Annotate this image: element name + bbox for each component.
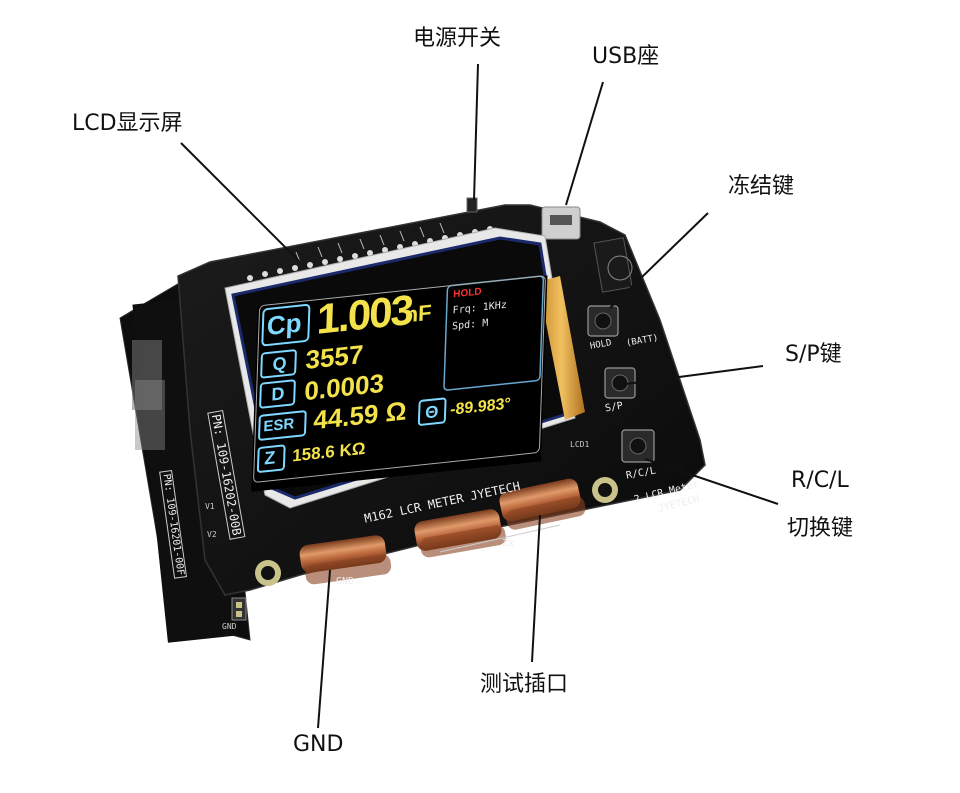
power-switch[interactable] [466,197,478,213]
lcd-z-param: Z [263,447,276,469]
leader-sp [625,365,764,385]
silk-lcd1: LCD1 [570,440,590,449]
lcd-text-layer: Cp 1.003 nF Q 3557 D 0.0003 ESR 44.59 Ω … [251,265,548,496]
leader-freeze [609,212,709,309]
silk-v2: V2 [207,530,217,539]
leader-power-switch [473,63,479,201]
lcd-hold: HOLD [453,286,482,301]
label-gnd: GND [293,732,344,757]
silk-v1: V1 [205,502,215,511]
label-freeze-key: 冻结键 [728,174,795,199]
rcl-button[interactable] [621,429,655,463]
label-usb-port: USB座 [592,44,660,69]
silk-gnd: GND [336,576,355,587]
lcd-frq: Frq: 1KHz [452,299,507,317]
lcd-spd: Spd: M [451,317,489,333]
lcd-theta-symbol: Θ [424,401,439,423]
sp-button[interactable] [604,367,636,399]
label-power-switch: 电源开关 [413,26,502,51]
right-panel [593,237,633,293]
test-socket[interactable] [298,477,587,585]
leader-gnd [317,569,331,729]
label-lcd-screen: LCD显示屏 [72,111,183,136]
lcd-flex-cable [538,276,585,420]
blurred-component [132,340,162,410]
usb-port[interactable] [541,206,581,240]
label-rcl-key-line2: 切换键 [787,516,854,541]
label-rcl-key-line1: R/C/L [791,468,849,493]
lcd-d-param: D [271,383,285,405]
leader-usb [565,81,604,206]
label-test-socket: 测试插口 [480,672,569,697]
label-sp-key: S/P键 [785,342,842,367]
lcd-main-param: Cp [266,307,303,342]
leader-test-socket [531,514,541,663]
silk-gnd-small: GND [222,622,237,631]
freeze-button[interactable] [587,305,619,337]
leader-lines [180,63,779,729]
lcd-q-param: Q [272,352,287,375]
lcd-screen [251,275,548,492]
lcd-z-value: 158.6 KΩ [291,438,366,466]
silk-zx: Zx [502,538,515,549]
lcd-theta-value: -89.983° [449,395,512,419]
leader-rcl [644,458,779,505]
lcd-main-value: 1.003 [316,285,413,343]
leader-lcd [180,142,301,263]
lcd-main-unit: nF [404,299,433,328]
lcd-esr-param: ESR [263,415,295,436]
gnd-header [231,597,247,621]
